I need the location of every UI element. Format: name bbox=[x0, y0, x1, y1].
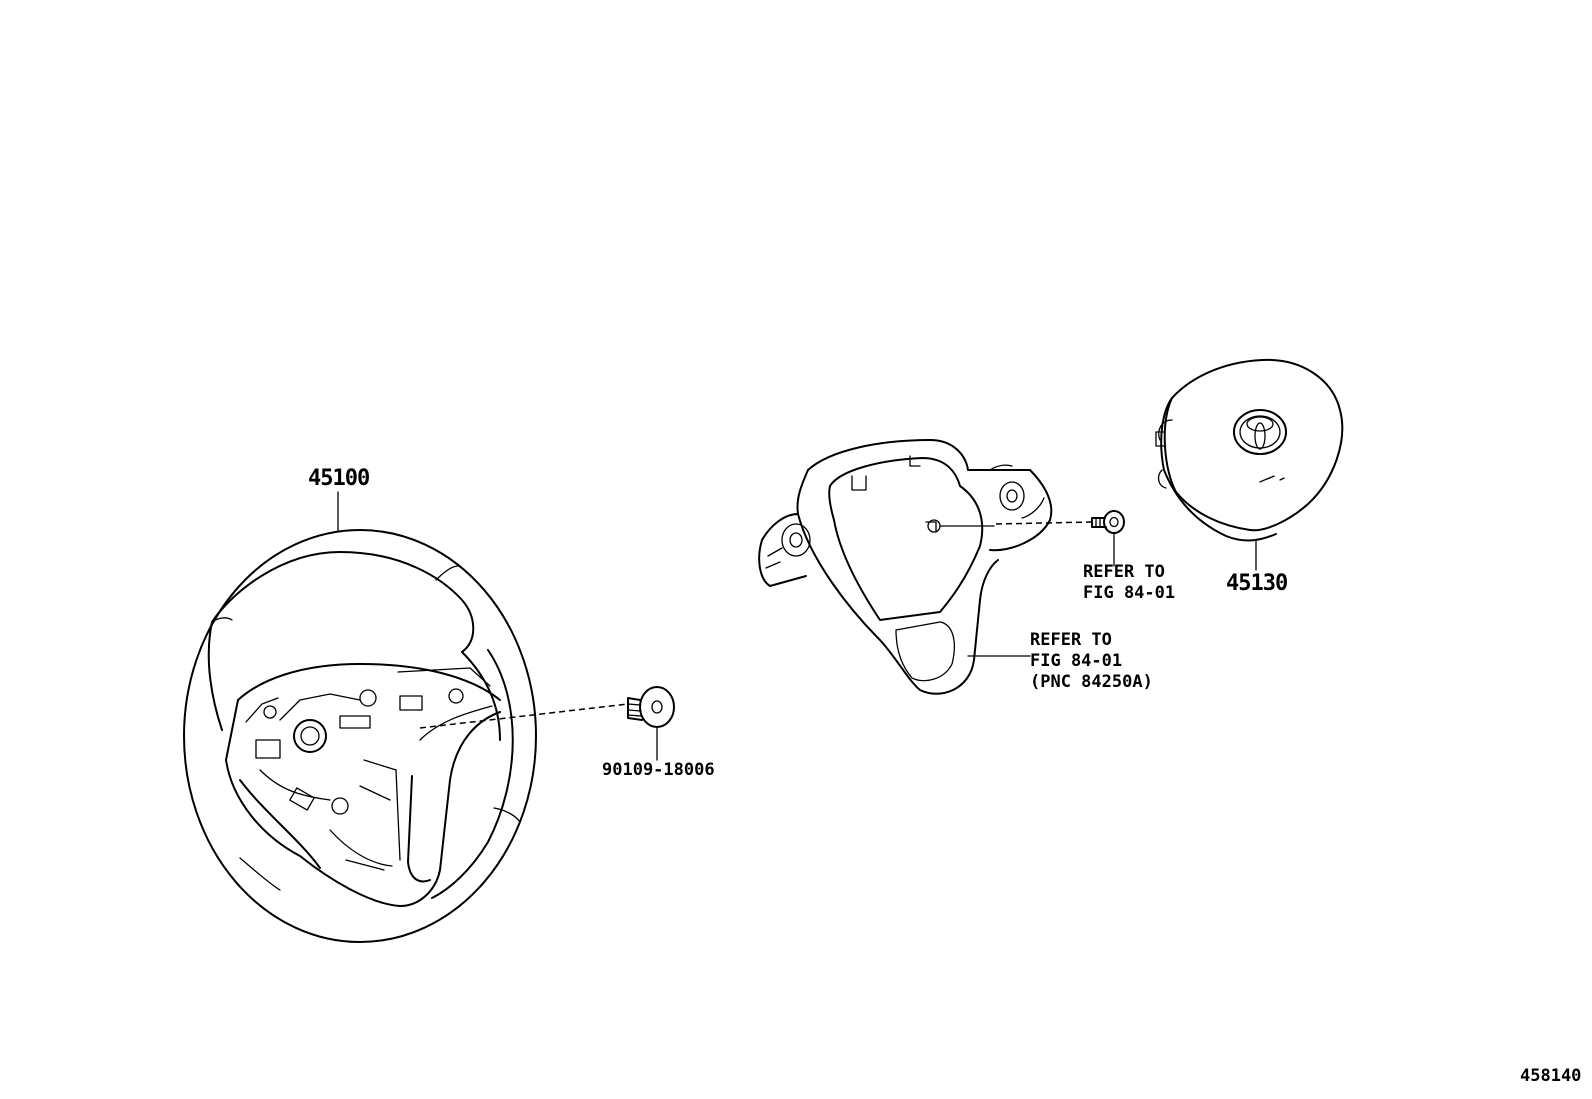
toyota-emblem-icon bbox=[1233, 409, 1287, 455]
refer-label-cover-line3: (PNC 84250A) bbox=[1030, 672, 1153, 692]
dashed-line-bolt bbox=[419, 703, 629, 729]
refer-label-cover-line2: FIG 84-01 bbox=[1030, 651, 1123, 671]
dashed-line-screw bbox=[995, 521, 1093, 525]
part-number-45100: 45100 bbox=[308, 466, 370, 491]
airbag-icon[interactable] bbox=[1155, 358, 1344, 542]
refer-label-screw-line2: FIG 84-01 bbox=[1083, 583, 1176, 603]
part-number-bolt: 90109-18006 bbox=[602, 760, 715, 780]
bolt-icon[interactable] bbox=[627, 686, 675, 728]
screw-icon[interactable] bbox=[1091, 510, 1125, 534]
figure-number: 458140 bbox=[1520, 1066, 1582, 1086]
wheel-cover-icon[interactable] bbox=[758, 439, 1053, 695]
part-number-45130: 45130 bbox=[1226, 571, 1288, 596]
steering-wheel-icon[interactable] bbox=[183, 529, 537, 943]
refer-label-screw-line1: REFER TO bbox=[1083, 562, 1165, 582]
refer-label-cover-line1: REFER TO bbox=[1030, 630, 1112, 650]
